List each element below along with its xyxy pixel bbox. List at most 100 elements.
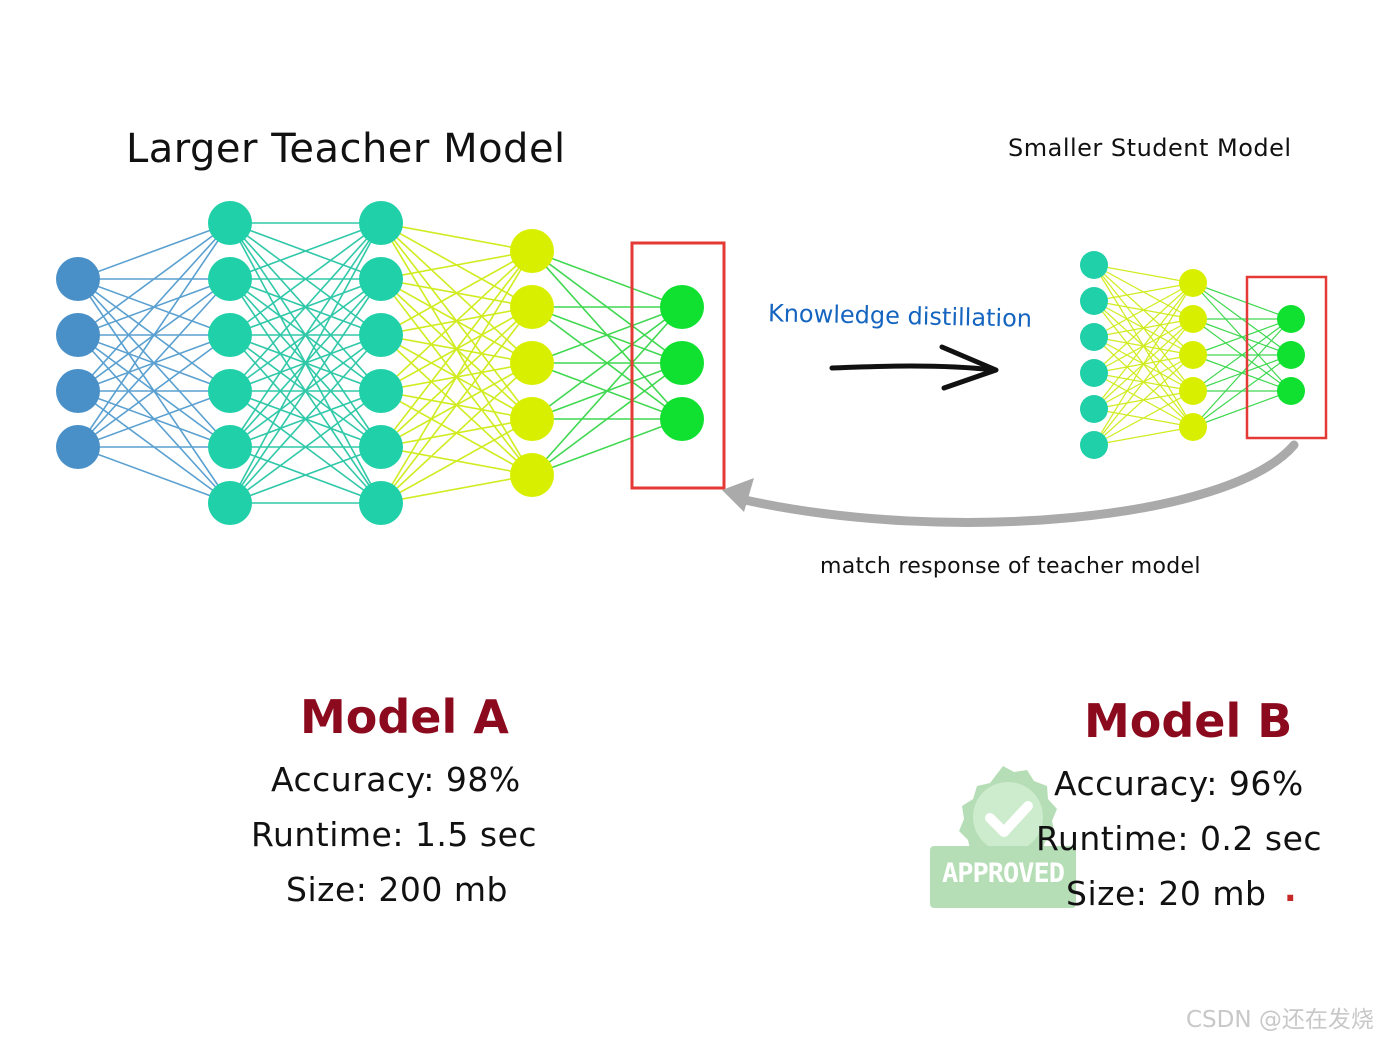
match-response-label: match response of teacher model [820, 554, 1201, 579]
teacher-connection [531, 306, 683, 420]
teacher-title: Larger Teacher Model [126, 126, 566, 172]
teacher-neuron [510, 453, 554, 497]
teacher-neuron [208, 425, 252, 469]
student-connection [1093, 390, 1194, 446]
teacher-neuron [359, 313, 403, 357]
approved-stamp [930, 766, 1076, 908]
student-connection [1192, 390, 1292, 428]
student-connection [1192, 318, 1292, 428]
student-neuron [1080, 323, 1108, 351]
student-connection [1093, 426, 1194, 446]
teacher-connection [229, 334, 382, 504]
teacher-neuron [510, 229, 554, 273]
model-a-title: Model A [300, 690, 509, 744]
teacher-connection [77, 278, 231, 448]
teacher-neuron [359, 257, 403, 301]
checkmark-icon [959, 766, 1057, 867]
student-neuron [1080, 251, 1108, 279]
student-network [1080, 251, 1305, 459]
student-neuron [1080, 431, 1108, 459]
teacher-connection [531, 306, 683, 476]
feedback-arrow [722, 440, 1299, 527]
teacher-neuron [359, 369, 403, 413]
student-connection [1093, 264, 1194, 284]
teacher-connection [531, 362, 683, 476]
student-neuron [1179, 413, 1207, 441]
student-connection [1093, 282, 1194, 374]
teacher-connection [531, 250, 683, 308]
student-neuron [1179, 341, 1207, 369]
teacher-connection [229, 390, 382, 504]
student-neuron [1179, 269, 1207, 297]
teacher-neuron [660, 397, 704, 441]
teacher-connection [77, 390, 231, 448]
teacher-connection [380, 250, 533, 280]
teacher-neuron [660, 285, 704, 329]
teacher-connection [229, 446, 382, 504]
student-neuron [1080, 359, 1108, 387]
teacher-neuron [510, 397, 554, 441]
teacher-neuron [359, 201, 403, 245]
student-connection [1192, 318, 1292, 392]
teacher-connection [380, 250, 533, 504]
teacher-connection [229, 222, 382, 448]
model-a-accuracy: Accuracy: 98% [271, 760, 521, 799]
teacher-connection [531, 418, 683, 476]
model-b-runtime: Runtime: 0.2 sec [1036, 819, 1323, 858]
watermark: CSDN @还在发烧 [1186, 1007, 1374, 1033]
teacher-neuron [359, 481, 403, 525]
teacher-connection [380, 362, 533, 504]
teacher-neuron [56, 257, 100, 301]
student-neuron [1080, 395, 1108, 423]
student-connection [1093, 282, 1194, 446]
teacher-neuron [208, 313, 252, 357]
teacher-neuron [56, 369, 100, 413]
student-neuron [1080, 287, 1108, 315]
teacher-network [56, 201, 704, 525]
teacher-connection [380, 222, 533, 252]
teacher-connection [229, 222, 382, 392]
student-neuron [1179, 377, 1207, 405]
teacher-connection [77, 334, 231, 448]
student-connection [1093, 318, 1194, 446]
student-connection [1093, 354, 1194, 446]
model-b-accuracy: Accuracy: 96% [1054, 764, 1304, 803]
teacher-neuron [359, 425, 403, 469]
teacher-neuron [56, 313, 100, 357]
model-a-runtime: Runtime: 1.5 sec [251, 815, 538, 854]
student-connection [1192, 282, 1292, 320]
teacher-connection [531, 306, 683, 364]
teacher-connection [380, 250, 533, 336]
teacher-connection [77, 222, 231, 448]
teacher-connection [229, 222, 382, 336]
teacher-connection [229, 222, 382, 504]
distillation-label: Knowledge distillation [767, 299, 1033, 333]
teacher-neuron [510, 341, 554, 385]
student-connection [1093, 282, 1194, 302]
model-b-trailing-mark: . [1284, 870, 1297, 909]
teacher-neuron [56, 425, 100, 469]
teacher-connection [229, 278, 382, 504]
model-b-title: Model B [1084, 694, 1293, 748]
teacher-neuron [660, 341, 704, 385]
teacher-connection [380, 418, 533, 504]
teacher-connection [380, 474, 533, 504]
student-neuron [1277, 305, 1305, 333]
student-neuron [1179, 305, 1207, 333]
teacher-neuron [208, 257, 252, 301]
teacher-neuron [208, 481, 252, 525]
teacher-neuron [208, 201, 252, 245]
teacher-connection [380, 306, 533, 504]
model-a-size: Size: 200 mb [286, 870, 508, 909]
teacher-connection [77, 222, 231, 336]
model-b-size: Size: 20 mb [1066, 874, 1267, 913]
student-connection [1093, 282, 1194, 338]
teacher-connection [77, 222, 231, 280]
teacher-connection [380, 250, 533, 392]
teacher-neuron [510, 285, 554, 329]
student-connection [1093, 282, 1194, 410]
student-neuron [1277, 341, 1305, 369]
student-title: Smaller Student Model [1008, 134, 1292, 162]
distillation-arrow [829, 344, 999, 391]
